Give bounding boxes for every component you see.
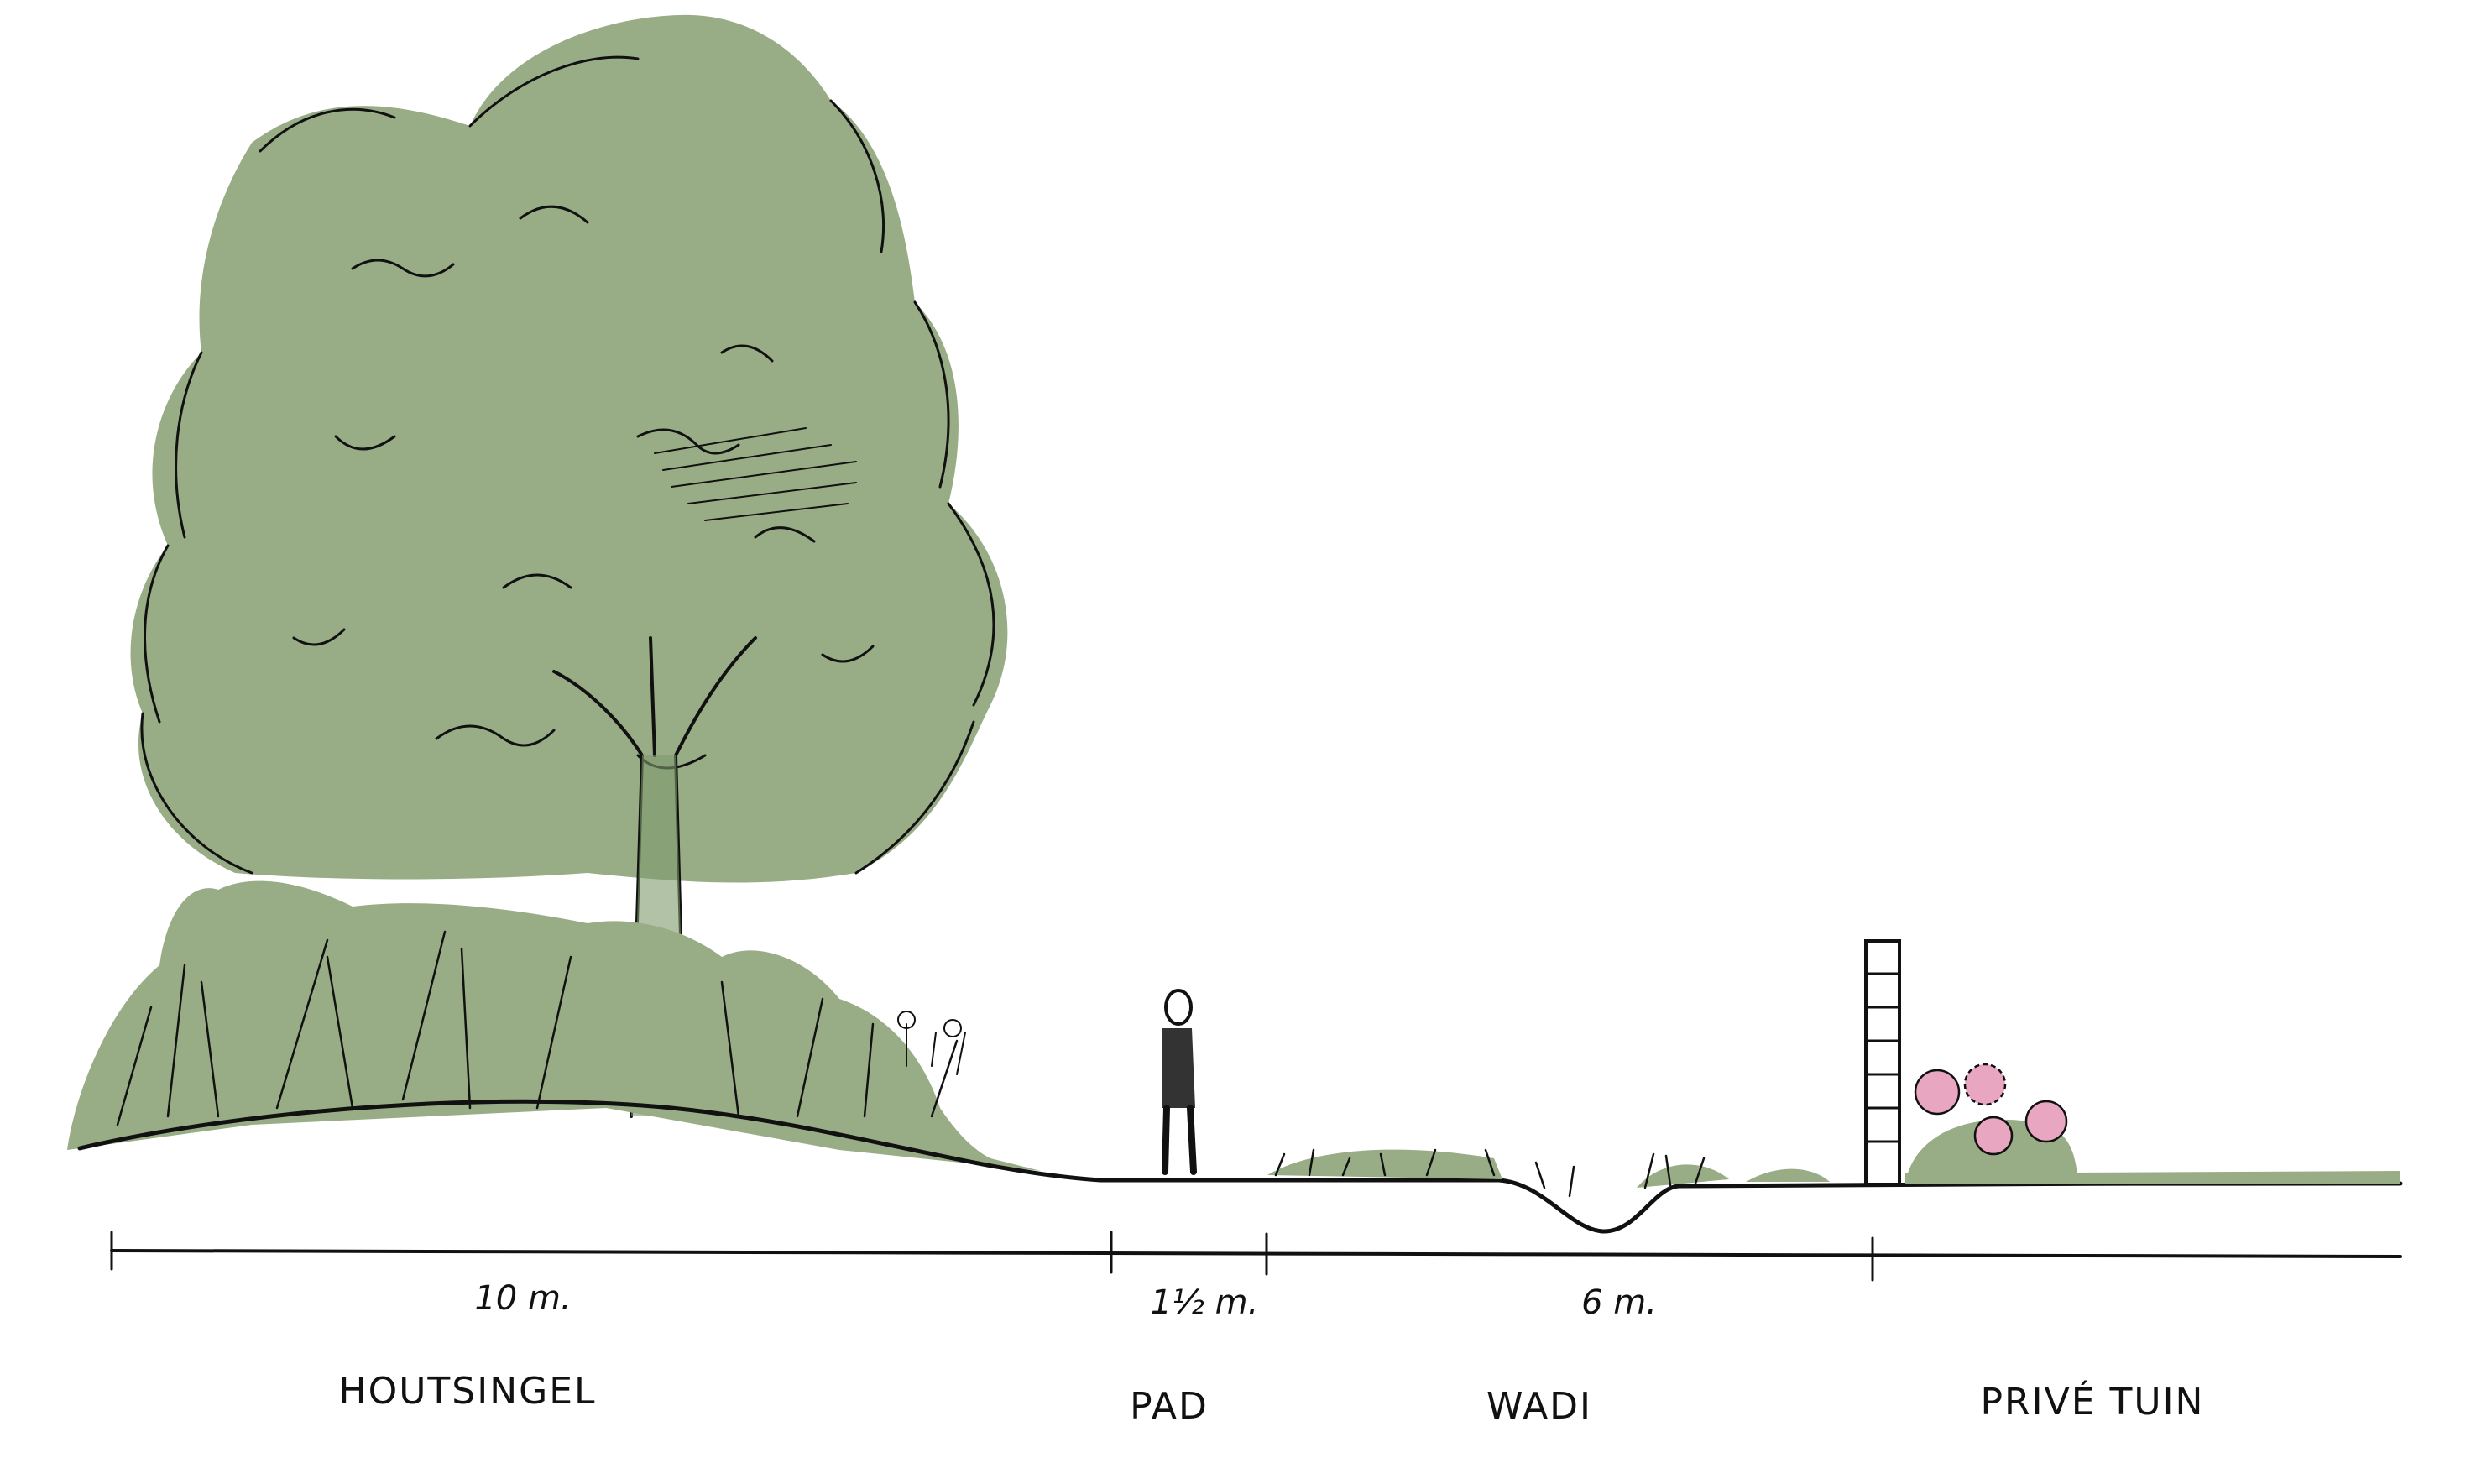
zone-label-wadi: WADI: [1486, 1385, 1592, 1428]
zone-label-houtsingel: HOUTSINGEL: [338, 1370, 596, 1413]
ground-line: [77, 1099, 2403, 1234]
dimension-line: [110, 1231, 2402, 1282]
rose-bushes: [1905, 1063, 2082, 1184]
dimension-label-houtsingel: 10 m.: [474, 1279, 571, 1318]
dimension-label-pad: 1½ m.: [1151, 1283, 1259, 1322]
tree-canopy: [130, 14, 1008, 883]
zone-label-pad: PAD: [1130, 1385, 1209, 1428]
fence-post: [1864, 939, 1901, 1186]
person-figure: [1162, 989, 1197, 1175]
zone-label-prive-tuin: PRIVÉ TUIN: [1981, 1379, 2205, 1424]
wadi-vegetation: [1267, 1148, 2400, 1198]
dimension-label-wadi: 6 m.: [1581, 1283, 1657, 1322]
shrub-layer: [67, 880, 1041, 1171]
